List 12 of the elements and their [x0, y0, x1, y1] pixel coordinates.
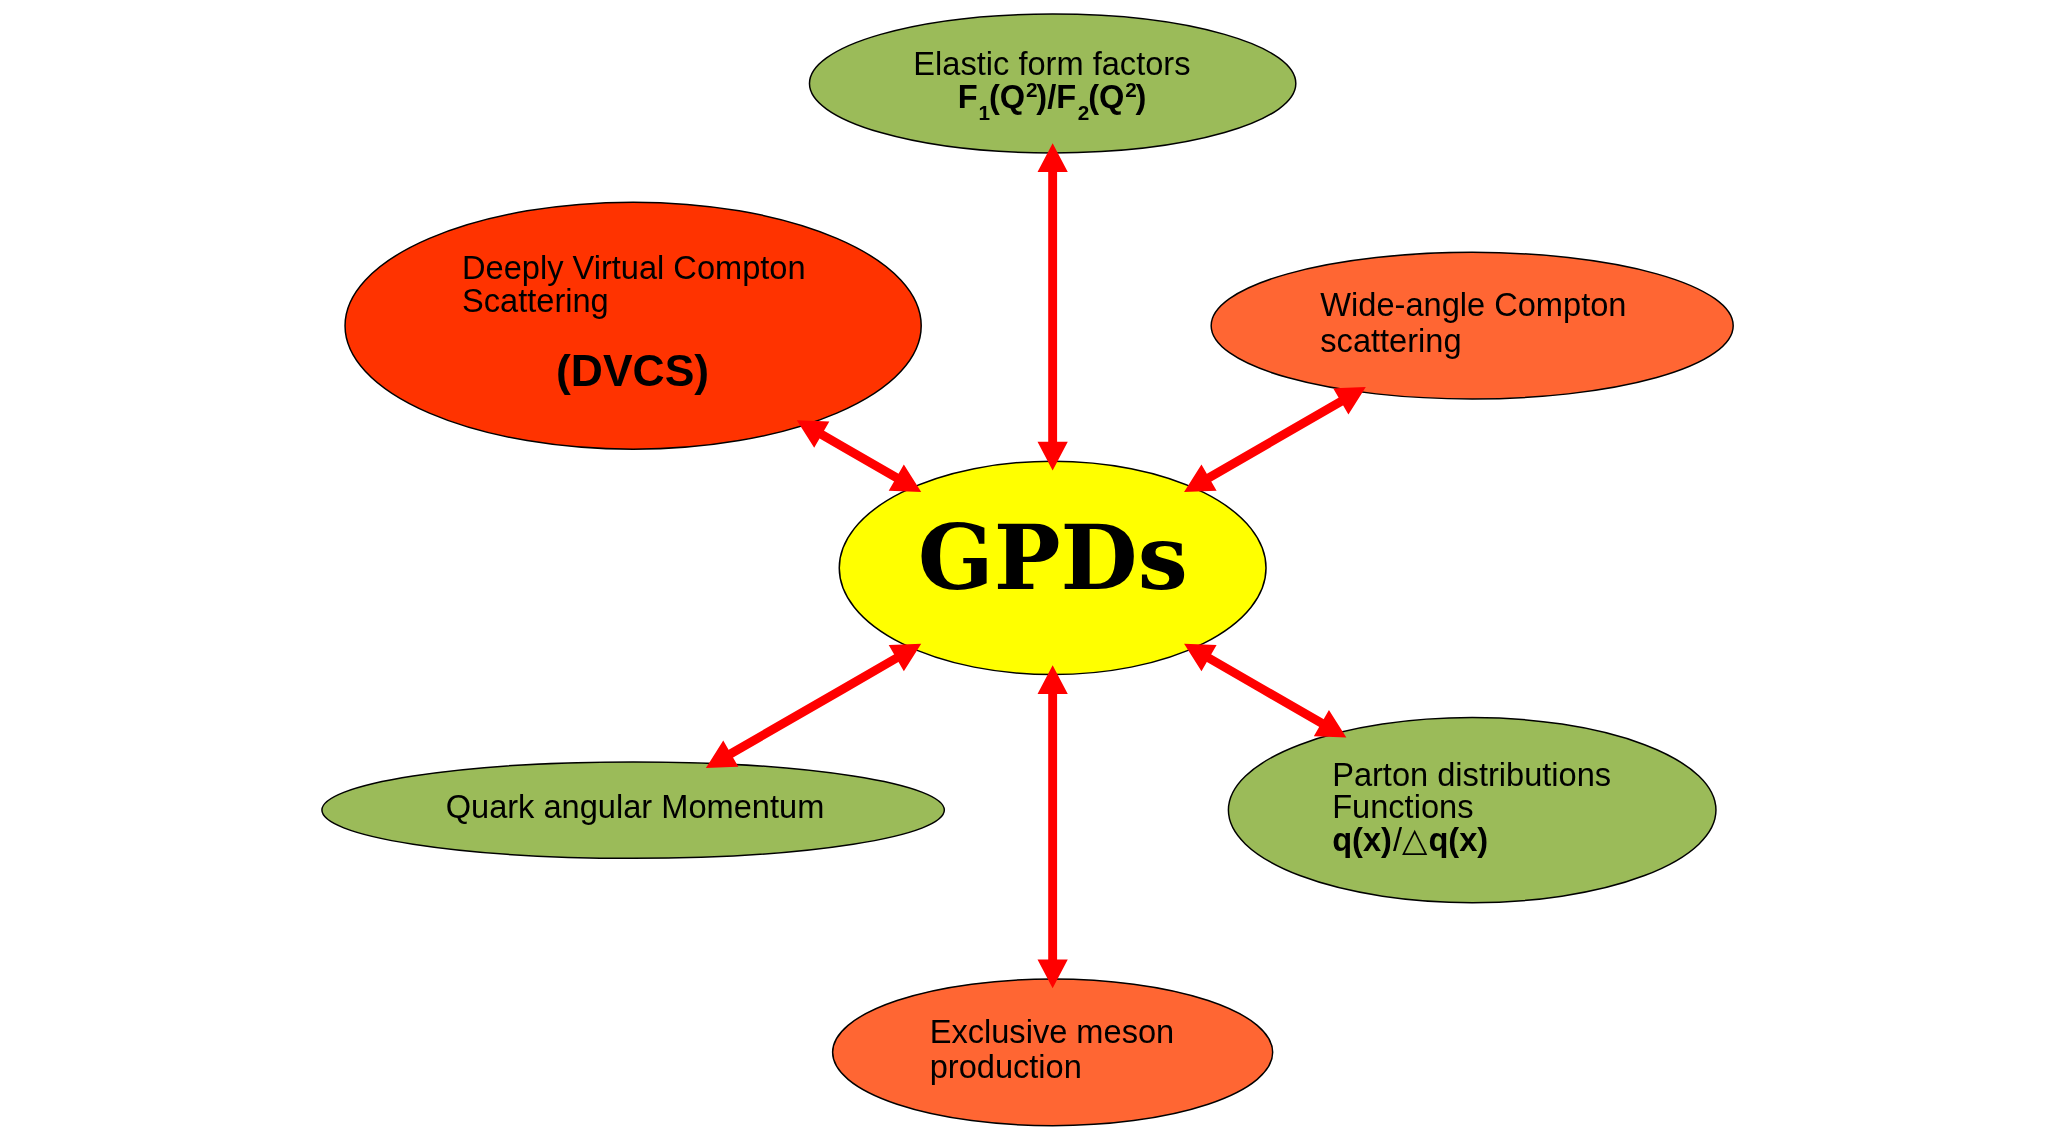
arrow — [1037, 665, 1068, 989]
node-ellipse: Parton distributions Functions q(x)/△q(x) — [1227, 716, 1717, 904]
node-ellipse: Quark angular Momentum — [321, 761, 946, 860]
arrow — [705, 643, 922, 769]
node-ellipse: GPDs — [838, 460, 1267, 676]
arrow — [1184, 387, 1366, 493]
node-ellipse: Wide-angle Compton scattering — [1210, 251, 1734, 400]
node-ellipse: Elastic form factors F$_{1}$(Q$^{2}$)/F$_{2}$(Q$^{2}$) — [808, 13, 1297, 154]
arrow — [796, 420, 922, 493]
node-ellipse: Exclusive meson production — [831, 978, 1274, 1127]
arrow — [1184, 643, 1347, 738]
arrow — [1037, 143, 1068, 471]
